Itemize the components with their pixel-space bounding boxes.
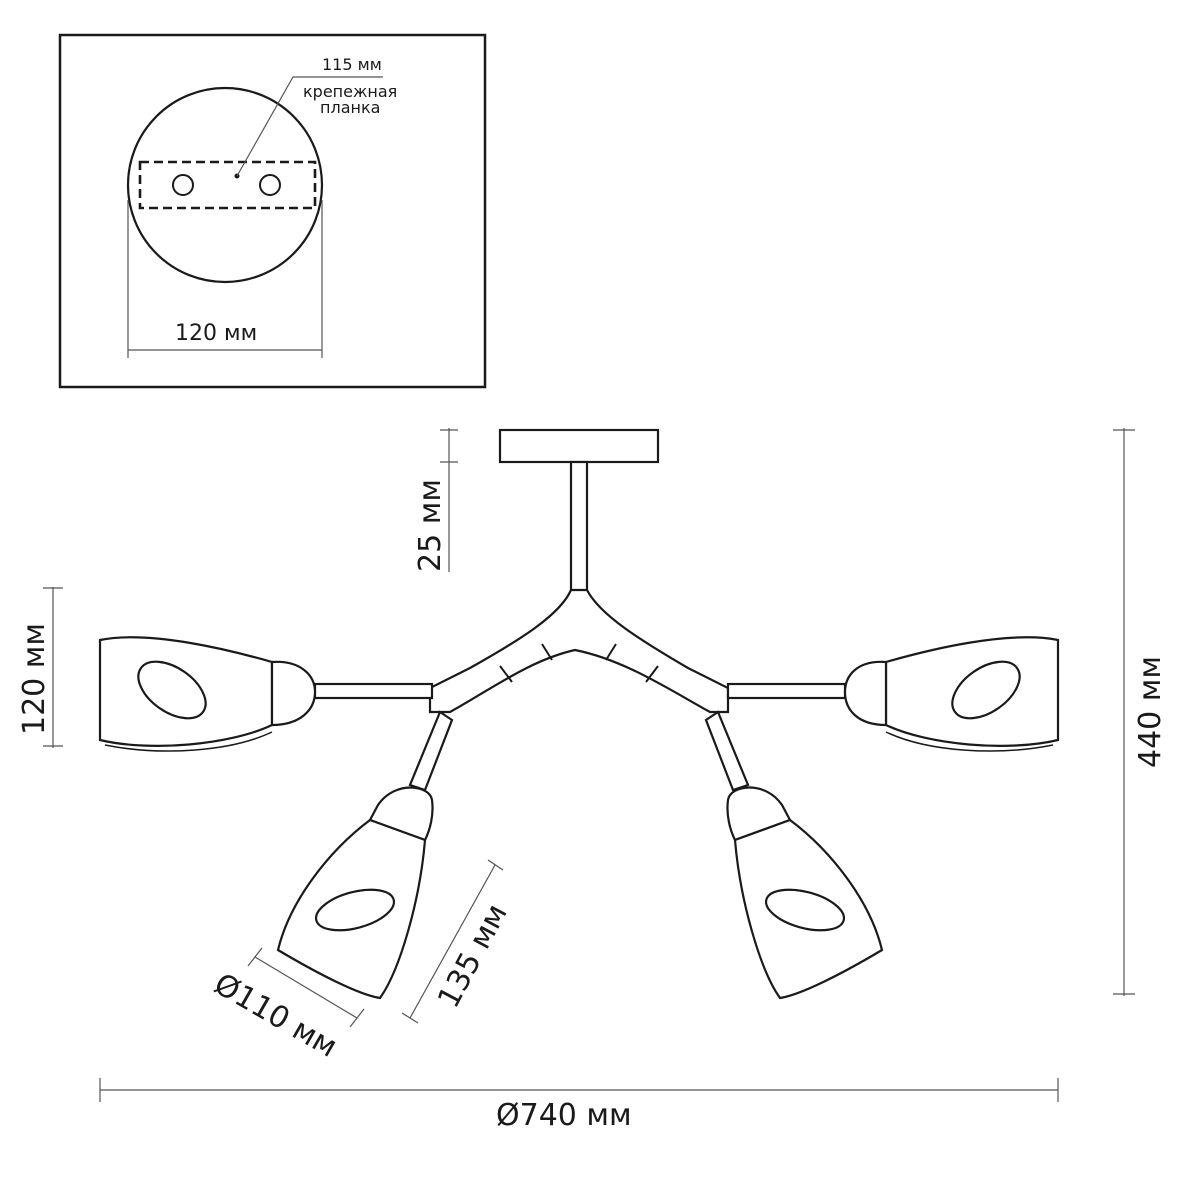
plate-label-line1: крепежная <box>303 82 397 101</box>
mounting-base-inset: 115 мм крепежная планка 120 мм <box>58 33 487 389</box>
shade-lower-right-glass <box>733 818 884 1000</box>
plate-size-label: 115 мм <box>322 55 382 74</box>
dim-shade-height: 120 мм <box>17 587 63 748</box>
stem <box>569 460 589 594</box>
shade-left-rim <box>104 731 273 752</box>
shade-left-glass <box>98 636 274 747</box>
shade-lower-right <box>726 786 884 1000</box>
shade-height-label: 120 мм <box>17 623 52 735</box>
mounting-plate-dashed <box>138 160 317 210</box>
shade-lower-left-glass <box>276 818 427 1000</box>
chandelier <box>98 428 1060 1000</box>
shade-lower-left-highlight <box>314 888 396 932</box>
canopy-height-label: 25 мм <box>413 479 448 572</box>
inset-frame <box>58 33 487 389</box>
shade-lower-right-highlight <box>764 888 846 932</box>
central-frame <box>428 588 730 714</box>
shade-left-socket <box>270 660 317 727</box>
shade-right-glass <box>884 636 1060 747</box>
shade-right-rim <box>885 731 1054 752</box>
screw-hole-right <box>259 174 281 196</box>
shade-left-highlight <box>137 660 207 720</box>
dim-total-diameter: Ø740 мм <box>99 1078 1059 1133</box>
frame-joint-right <box>605 643 659 683</box>
screw-hole-left <box>172 174 194 196</box>
shade-length-label: 135 мм <box>431 898 515 1013</box>
total-diameter-label: Ø740 мм <box>496 1098 632 1133</box>
shade-lower-left <box>276 786 434 1000</box>
shade-right-socket <box>843 660 888 727</box>
shade-lower-left-socket <box>368 786 434 842</box>
plate-leader-line <box>236 76 383 177</box>
arm-lower-left <box>408 710 454 792</box>
shade-left <box>98 636 317 752</box>
arm-lower-right <box>704 710 750 792</box>
shade-right <box>843 636 1060 752</box>
base-circle <box>126 86 324 284</box>
dim-total-height: 440 мм <box>1113 428 1168 996</box>
shade-lower-right-socket <box>726 786 792 842</box>
shade-right-highlight <box>951 660 1021 720</box>
arm-left <box>313 682 434 700</box>
canopy <box>498 428 660 464</box>
plate-label-line2: планка <box>320 98 380 117</box>
arm-right <box>726 682 847 700</box>
shade-diameter-label: Ø110 мм <box>208 967 343 1065</box>
base-diameter-label: 120 мм <box>175 321 257 346</box>
frame-joint-left <box>499 643 553 683</box>
dim-canopy-height: 25 мм <box>413 428 458 572</box>
total-height-label: 440 мм <box>1133 656 1168 768</box>
